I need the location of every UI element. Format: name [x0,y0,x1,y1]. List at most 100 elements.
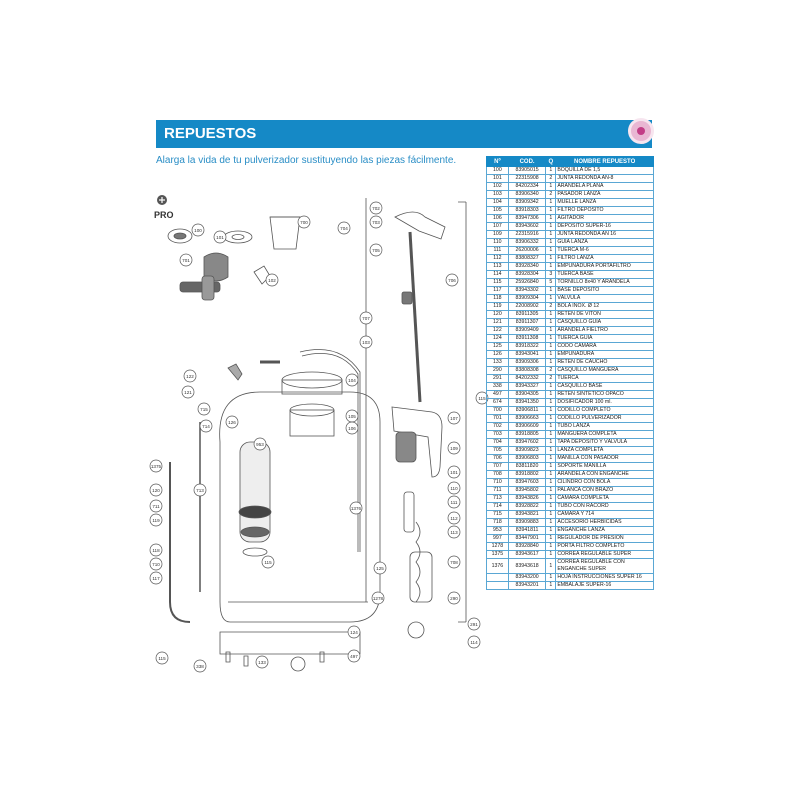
part-name: CORREA REGULABLE SUPER [555,550,654,559]
callout-label: 118 [152,548,160,553]
callout-label: 124 [350,630,358,635]
callout-label: 711 [152,504,160,509]
part-name: SOPORTE MANILLA [555,462,654,471]
part-quantity: 1 [545,581,557,590]
part-quantity: 5 [545,278,557,287]
callout-label: 713 [196,488,204,493]
part-quantity: 1 [545,494,557,503]
col-header-quantity: Q [545,156,557,167]
part-name: CODILLO PULVERIZADOR [555,414,654,423]
part-number: 704 [486,438,509,447]
part-quantity: 1 [545,550,557,559]
part-name: PASADOR LANZA [555,190,654,199]
part-name: JUNTA REDONDA AN-8 [555,174,654,183]
part-number [486,581,509,590]
callout-label: 700 [300,220,308,225]
part-number: 119 [486,302,509,311]
callout-label: 1376 [351,506,362,511]
part-code: 83943821 [507,510,547,519]
part-number: 113 [486,262,509,271]
part-name: ACCESORIO HERBICIDAS [555,518,654,527]
part-quantity: 2 [545,374,557,383]
part-name: TUERCA GUÍA [555,334,654,343]
part-code: 83909306 [507,358,547,367]
part-name: CILINDRO CON BOLA [555,478,654,487]
callout-label: 703 [372,220,380,225]
part-number: 1376 [486,558,509,574]
part-quantity: 1 [545,526,557,535]
part-name: HOJA INSTRUCCIONES SUPER 16 [555,573,654,582]
part-quantity: 1 [545,454,557,463]
part-code: 83447901 [507,534,547,543]
part-quantity: 1 [545,422,557,431]
part-quantity: 2 [545,174,557,183]
pro-plus-icon [157,195,167,205]
part-code: 83928304 [507,270,547,279]
part-number: 118 [486,294,509,303]
part-code: 83947602 [507,438,547,447]
part-quantity: 1 [545,382,557,391]
part-name: ARANDELA PLANA [555,182,654,191]
part-quantity: 1 [545,238,557,247]
part-number: 103 [486,190,509,199]
section-banner: REPUESTOS [156,120,652,148]
col-header-number: Nº [486,156,509,167]
callout-label: 117 [152,576,160,581]
part-name: DOSIFICADOR 100 ml. [555,398,654,407]
part-number: 701 [486,414,509,423]
part-code: 83808308 [507,366,547,375]
callout-label: 706 [448,278,456,283]
part-number [486,573,509,582]
part-number: 497 [486,390,509,399]
part-number: 706 [486,454,509,463]
callout-label: 106 [348,426,356,431]
part-quantity: 1 [545,573,557,582]
callout-label: 115 [158,656,166,661]
part-name: JUNTA REDONDA AN 16 [555,230,654,239]
part-code: 83911305 [507,310,547,319]
part-code: 83943618 [507,558,547,574]
part-code: 83918303 [507,206,547,215]
callout-label: 104 [348,378,356,383]
subtitle: Alarga la vida de tu pulverizador sustit… [156,155,457,166]
part-name: TORNILLO 8x40 Y ARANDELA [555,278,654,287]
part-quantity: 1 [545,182,557,191]
part-code: 83808327 [507,254,547,263]
part-number: 120 [486,310,509,319]
exploded-parts-diagram: PRO 100101700701102702703704705706707103… [149,195,489,673]
part-number: 115 [486,278,509,287]
part-code: 83943041 [507,350,547,359]
part-code: 84202332 [507,374,547,383]
part-name: ARANDELA FIELTRO [555,326,654,335]
part-number: 715 [486,510,509,519]
part-name: BOLA INOX. Ø 12 [555,302,654,311]
part-number: 953 [486,526,509,535]
part-code: 83906332 [507,238,547,247]
part-number: 121 [486,318,509,327]
part-number: 107 [486,222,509,231]
part-number: 106 [486,214,509,223]
part-name: EMBALAJE SUPER-16 [555,581,654,590]
callout-label: 100 [194,228,202,233]
part-number: 112 [486,254,509,263]
part-number: 117 [486,286,509,295]
part-code: 83943302 [507,286,547,295]
part-name: CASQUILLO GUÍA [555,318,654,327]
part-name: PALANCA CON BRAZO [555,486,654,495]
